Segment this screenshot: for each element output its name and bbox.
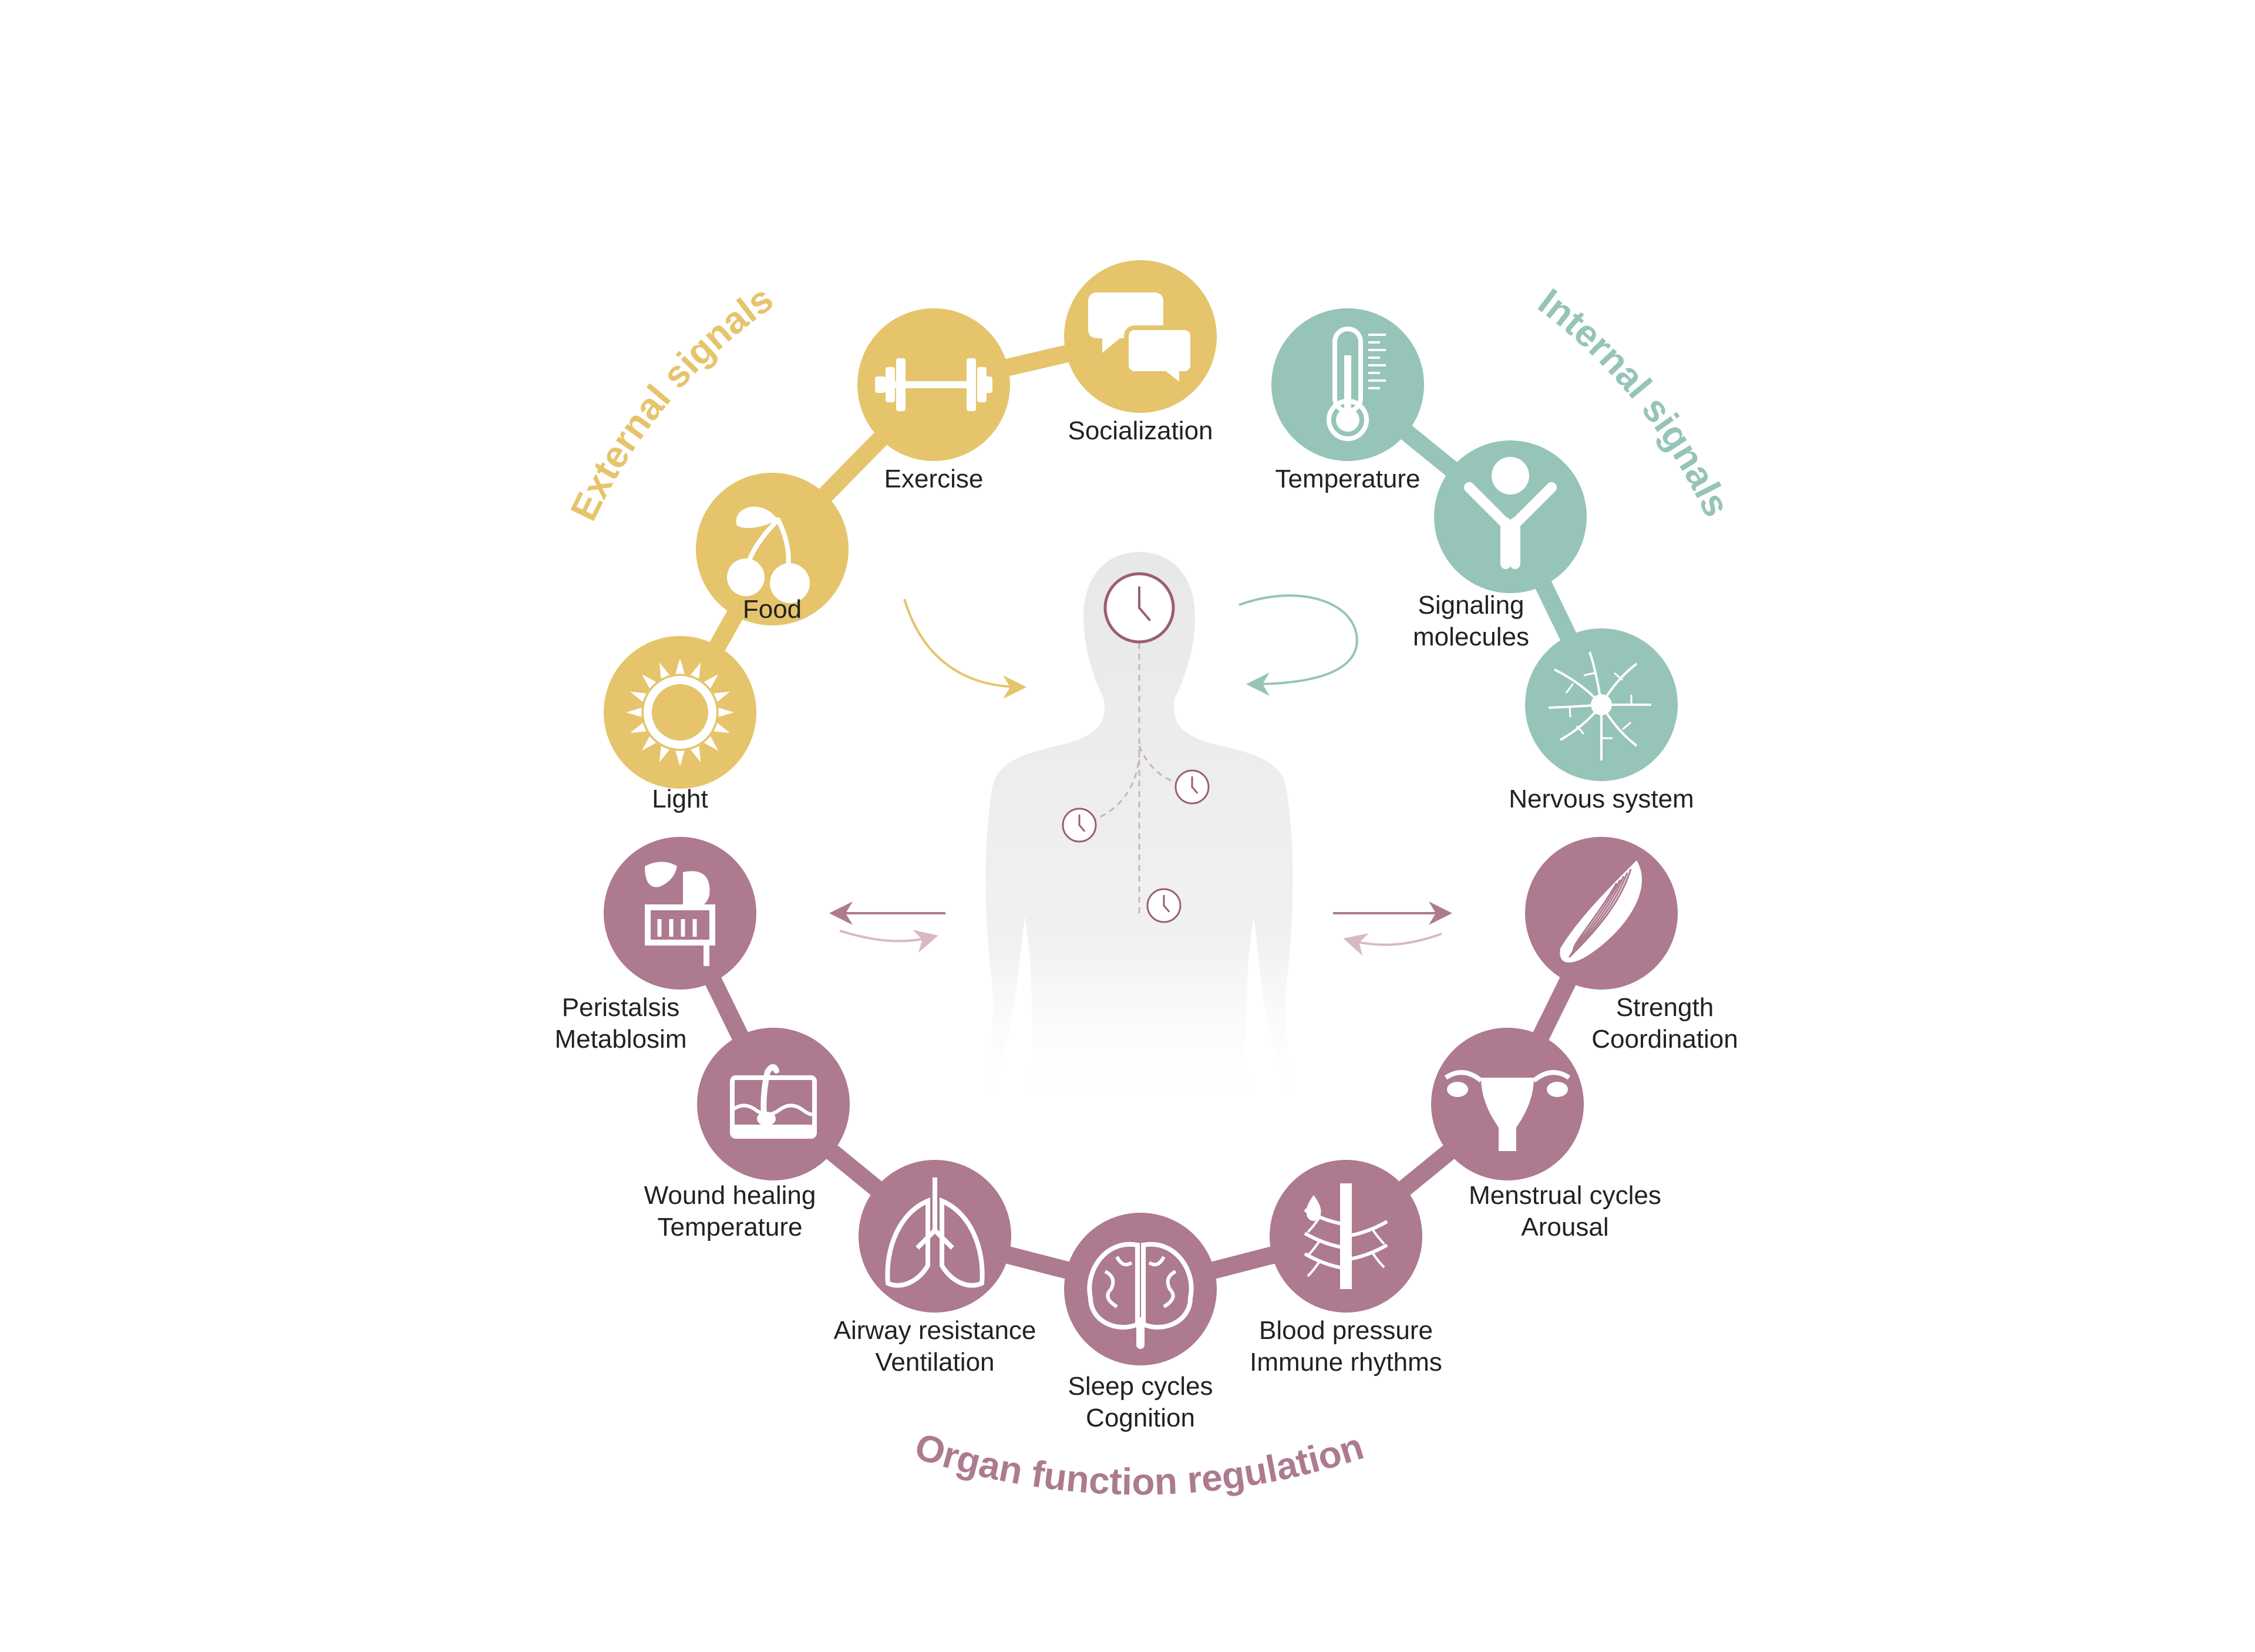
organ-node-label: Cognition bbox=[1086, 1404, 1195, 1432]
internal-node-label: Nervous system bbox=[1509, 785, 1694, 813]
sun-icon bbox=[626, 658, 734, 766]
organ-node-label: Strength bbox=[1616, 993, 1714, 1022]
internal-node bbox=[1271, 308, 1424, 461]
organ-node bbox=[1525, 837, 1678, 990]
external-node-label: Exercise bbox=[884, 465, 984, 493]
organ-node-circle bbox=[604, 837, 756, 990]
organ-clock-icon bbox=[1174, 769, 1210, 805]
speech-bubbles-icon bbox=[1088, 292, 1195, 392]
clock-group bbox=[1062, 572, 1210, 923]
brain-icon bbox=[1087, 1241, 1194, 1349]
external-node-label: Socialization bbox=[1068, 416, 1213, 445]
organ-node-circle bbox=[859, 1160, 1011, 1313]
organ-node-label: Sleep cycles bbox=[1068, 1372, 1213, 1401]
external-node bbox=[696, 473, 849, 625]
organ-clock-icon bbox=[1146, 888, 1182, 923]
organ-node-label: Airway resistance bbox=[834, 1316, 1036, 1345]
organ-clock-icon bbox=[1062, 808, 1097, 843]
internal-node bbox=[1525, 628, 1678, 781]
skin-hair-icon bbox=[730, 1064, 817, 1139]
left-organs-feedback-arrow bbox=[839, 930, 938, 953]
internal-node-label: Temperature bbox=[1275, 465, 1420, 493]
brain-clock-icon bbox=[1103, 572, 1175, 644]
internal-node-label: molecules bbox=[1413, 623, 1529, 651]
organ-node-label: Wound healing bbox=[644, 1181, 816, 1210]
organ-node bbox=[859, 1160, 1011, 1313]
internal-to-body-arrow bbox=[1238, 594, 1358, 696]
signal-nodes: LightFoodExerciseSocializationTemperatur… bbox=[555, 260, 1738, 1432]
organ-node-label: Blood pressure bbox=[1259, 1316, 1433, 1345]
lungs-icon bbox=[885, 1177, 985, 1288]
external-signals-group: Light Food Exercise Socialization bbox=[604, 260, 1217, 813]
blood-vessel-icon bbox=[1304, 1183, 1388, 1289]
neuron-icon bbox=[1548, 651, 1651, 761]
right-organs-feedback-arrow bbox=[1343, 933, 1442, 956]
organ-node-label: Arousal bbox=[1521, 1213, 1608, 1241]
cherries-icon bbox=[727, 506, 810, 603]
organ-node-label: Ventilation bbox=[875, 1348, 994, 1377]
external-node bbox=[1064, 260, 1217, 413]
organ-node-label: Peristalsis bbox=[562, 993, 680, 1022]
organ-node-circle bbox=[1064, 1213, 1217, 1365]
digestive-system-icon bbox=[645, 862, 715, 966]
human-silhouette bbox=[984, 552, 1295, 1116]
organ-node bbox=[1064, 1213, 1217, 1365]
organ-node bbox=[1270, 1160, 1422, 1313]
organ-node-label: Immune rhythms bbox=[1250, 1348, 1442, 1377]
organ-node bbox=[1431, 1028, 1584, 1180]
external-node bbox=[857, 308, 1010, 461]
organ-node-label: Coordination bbox=[1591, 1025, 1738, 1054]
internal-node bbox=[1434, 440, 1587, 593]
internal-node-label: Signaling bbox=[1418, 591, 1524, 620]
organ-node-circle bbox=[697, 1028, 850, 1180]
external-to-body-arrow bbox=[903, 598, 1026, 699]
organ-node-label: Metablosim bbox=[555, 1025, 687, 1054]
dumbbell-icon bbox=[875, 358, 992, 411]
organ-node-label: Temperature bbox=[657, 1213, 802, 1241]
internal-node-circle bbox=[1434, 440, 1587, 593]
organ-node bbox=[697, 1028, 850, 1180]
external-node-label: Food bbox=[743, 595, 802, 624]
organ-function-regulation-title: Organ function regulation bbox=[910, 1425, 1368, 1503]
organ-node bbox=[604, 837, 756, 990]
thermometer-icon bbox=[1327, 327, 1386, 441]
flow-arrows bbox=[829, 594, 1452, 956]
external-node bbox=[604, 636, 756, 789]
muscle-icon bbox=[1560, 860, 1642, 963]
external-node-label: Light bbox=[652, 785, 708, 813]
organ-node-label: Menstrual cycles bbox=[1469, 1181, 1661, 1210]
uterus-icon bbox=[1444, 1070, 1571, 1151]
antibody-icon bbox=[1464, 457, 1557, 569]
